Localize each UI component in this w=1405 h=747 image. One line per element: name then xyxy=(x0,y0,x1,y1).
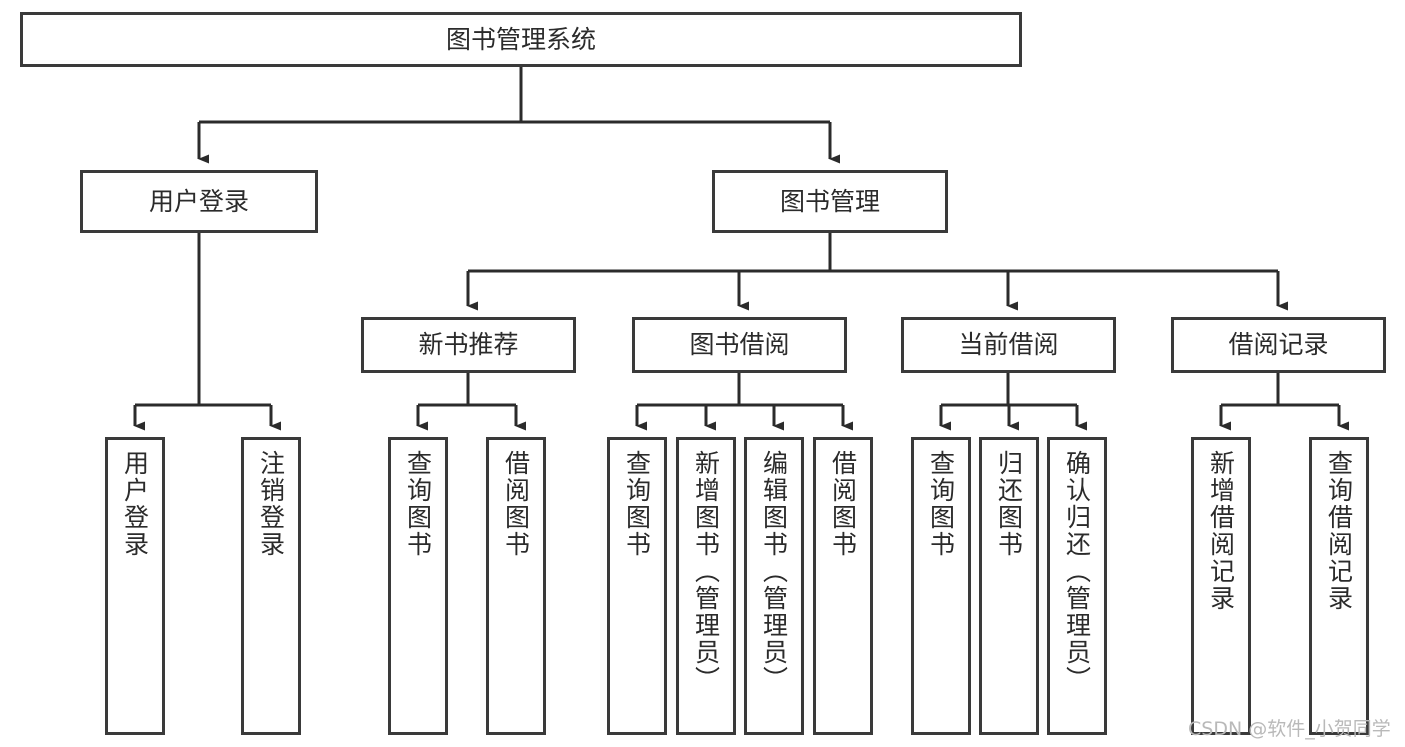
node-new-book-recommend[interactable]: 新书推荐 xyxy=(361,317,576,373)
node-label: 借阅图书 xyxy=(501,450,531,558)
node-current-borrow[interactable]: 当前借阅 xyxy=(901,317,1116,373)
node-user-login[interactable]: 用户登录 xyxy=(80,170,318,233)
node-leaf-return-book[interactable]: 归还图书 xyxy=(979,437,1039,735)
node-label: 用户登录 xyxy=(120,450,150,558)
node-label: 编辑图书（管理员） xyxy=(759,450,789,693)
node-label: 归还图书 xyxy=(994,450,1024,558)
node-leaf-user-login[interactable]: 用户登录 xyxy=(105,437,165,735)
node-book-borrow[interactable]: 图书借阅 xyxy=(632,317,847,373)
node-label: 查询图书 xyxy=(403,450,433,558)
node-label: 新书推荐 xyxy=(418,330,519,359)
node-label: 图书管理 xyxy=(779,186,880,216)
node-leaf-edit-book-admin[interactable]: 编辑图书（管理员） xyxy=(744,437,804,735)
node-label: 用户登录 xyxy=(148,186,249,216)
node-leaf-logout[interactable]: 注销登录 xyxy=(241,437,301,735)
watermark: CSDN @软件_小贺同学 xyxy=(1188,718,1391,740)
node-leaf-borrow-book-borrow[interactable]: 借阅图书 xyxy=(813,437,873,735)
node-label: 图书管理系统 xyxy=(445,24,596,54)
node-label: 图书借阅 xyxy=(689,330,790,359)
node-leaf-query-borrow-record[interactable]: 查询借阅记录 xyxy=(1309,437,1369,735)
node-label: 确认归还（管理员） xyxy=(1062,450,1092,693)
node-label: 注销登录 xyxy=(256,450,286,558)
node-leaf-query-book-current[interactable]: 查询图书 xyxy=(911,437,971,735)
node-leaf-borrow-book-recommend[interactable]: 借阅图书 xyxy=(486,437,546,735)
node-label: 新增借阅记录 xyxy=(1206,450,1236,612)
node-label: 借阅图书 xyxy=(828,450,858,558)
node-borrow-record[interactable]: 借阅记录 xyxy=(1171,317,1386,373)
node-leaf-query-book-borrow[interactable]: 查询图书 xyxy=(607,437,667,735)
node-label: 借阅记录 xyxy=(1228,330,1329,359)
node-leaf-confirm-return-admin[interactable]: 确认归还（管理员） xyxy=(1047,437,1107,735)
node-label: 查询图书 xyxy=(622,450,652,558)
node-label: 查询借阅记录 xyxy=(1324,450,1354,612)
node-leaf-query-book-recommend[interactable]: 查询图书 xyxy=(388,437,448,735)
node-book-manage[interactable]: 图书管理 xyxy=(712,170,948,233)
node-leaf-add-borrow-record[interactable]: 新增借阅记录 xyxy=(1191,437,1251,735)
node-leaf-add-book-admin[interactable]: 新增图书（管理员） xyxy=(676,437,736,735)
node-label: 新增图书（管理员） xyxy=(691,450,721,693)
node-root-system[interactable]: 图书管理系统 xyxy=(20,12,1022,67)
node-label: 当前借阅 xyxy=(958,330,1059,359)
node-label: 查询图书 xyxy=(926,450,956,558)
